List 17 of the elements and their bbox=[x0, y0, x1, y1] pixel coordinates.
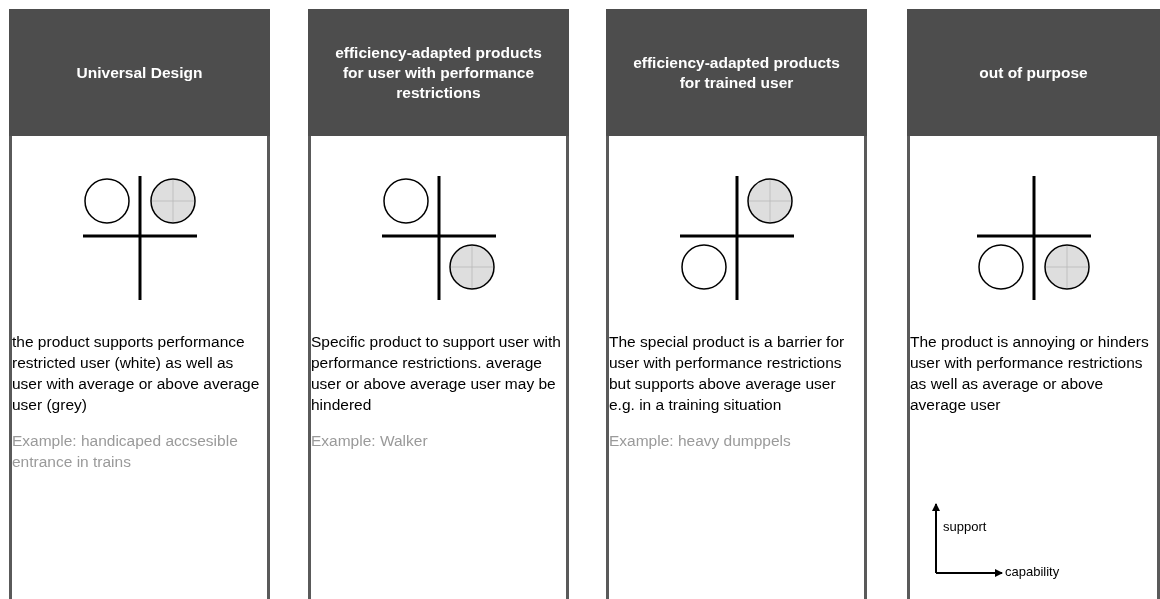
description-text: the product supports performance restricted user (white) as well as user with average or above average user (grey) bbox=[12, 332, 261, 415]
column-header: Universal Design bbox=[9, 9, 270, 136]
example-text: Example: Walker bbox=[311, 431, 429, 451]
description-text: Specific product to support user with performance restrictions. average user or above average user may be hindered bbox=[311, 332, 562, 415]
column-header: efficiency-adapted products for trained user bbox=[606, 9, 867, 136]
example-text: Example: heavy dumppels bbox=[609, 431, 792, 451]
example-text: Example: handicaped accsesible entrance in trains bbox=[12, 431, 239, 472]
category-panel bbox=[606, 9, 867, 599]
column-header: out of purpose bbox=[907, 9, 1160, 136]
category-panel bbox=[907, 9, 1160, 599]
axis-label: support bbox=[943, 518, 987, 536]
description-text: The special product is a barrier for user with performance restrictions but supports above average user e.g. in a training situation bbox=[609, 332, 846, 415]
description-text: The product is annoying or hinders user with performance restrictions as well as average or above average user bbox=[910, 332, 1150, 415]
category-panel bbox=[308, 9, 569, 599]
axis-label: capability bbox=[1005, 563, 1060, 581]
category-panel bbox=[9, 9, 270, 599]
column-header: efficiency-adapted products for user with performance restrictions bbox=[308, 9, 569, 136]
